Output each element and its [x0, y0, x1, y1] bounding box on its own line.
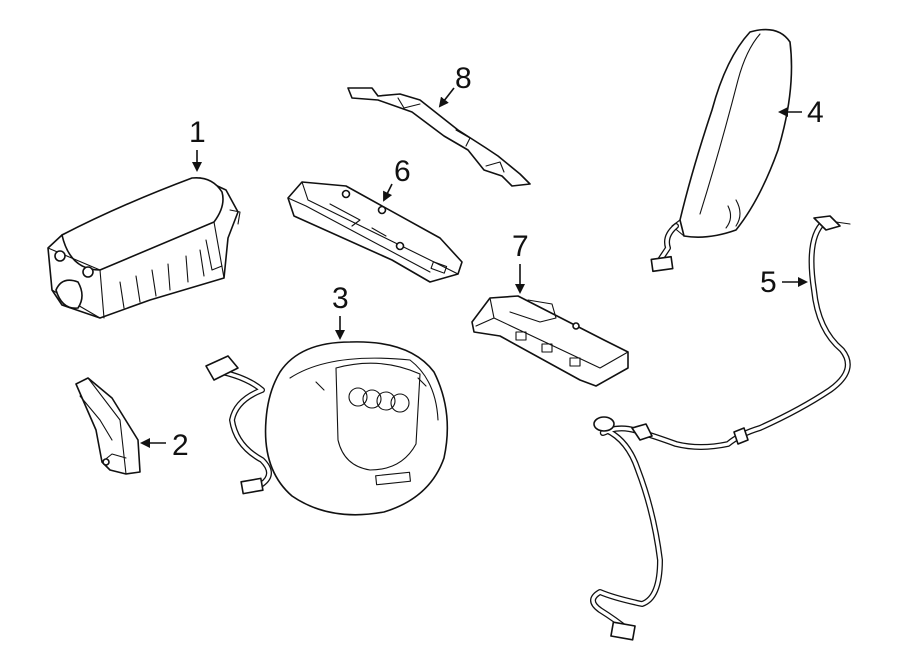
callout-label-3: 3 [332, 282, 349, 315]
part-2-side-module [75, 377, 141, 475]
callout-2: 2 [140, 429, 189, 462]
callout-5: 5 [760, 266, 808, 299]
callout-3: 3 [332, 282, 349, 340]
callout-label-7: 7 [512, 230, 529, 263]
part-3-steering-wheel-airbag [205, 341, 449, 516]
callout-6: 6 [383, 155, 411, 202]
callout-1: 1 [189, 116, 206, 172]
callout-label-6: 6 [394, 155, 411, 188]
callout-label-8: 8 [455, 62, 472, 95]
callout-label-1: 1 [189, 116, 206, 149]
callout-7: 7 [512, 230, 529, 294]
callout-label-5: 5 [760, 266, 777, 299]
part-7-airbag-module [471, 295, 629, 387]
callout-4: 4 [778, 96, 824, 129]
callout-8: 8 [438, 62, 472, 108]
part-5-wiring-harness [590, 215, 851, 641]
part-6-airbag-module [287, 181, 463, 283]
part-4-side-airbag [650, 28, 793, 273]
part-1-passenger-airbag [47, 176, 241, 319]
callout-label-4: 4 [807, 96, 824, 129]
part-8-bracket [347, 87, 531, 187]
callout-label-2: 2 [172, 429, 189, 462]
